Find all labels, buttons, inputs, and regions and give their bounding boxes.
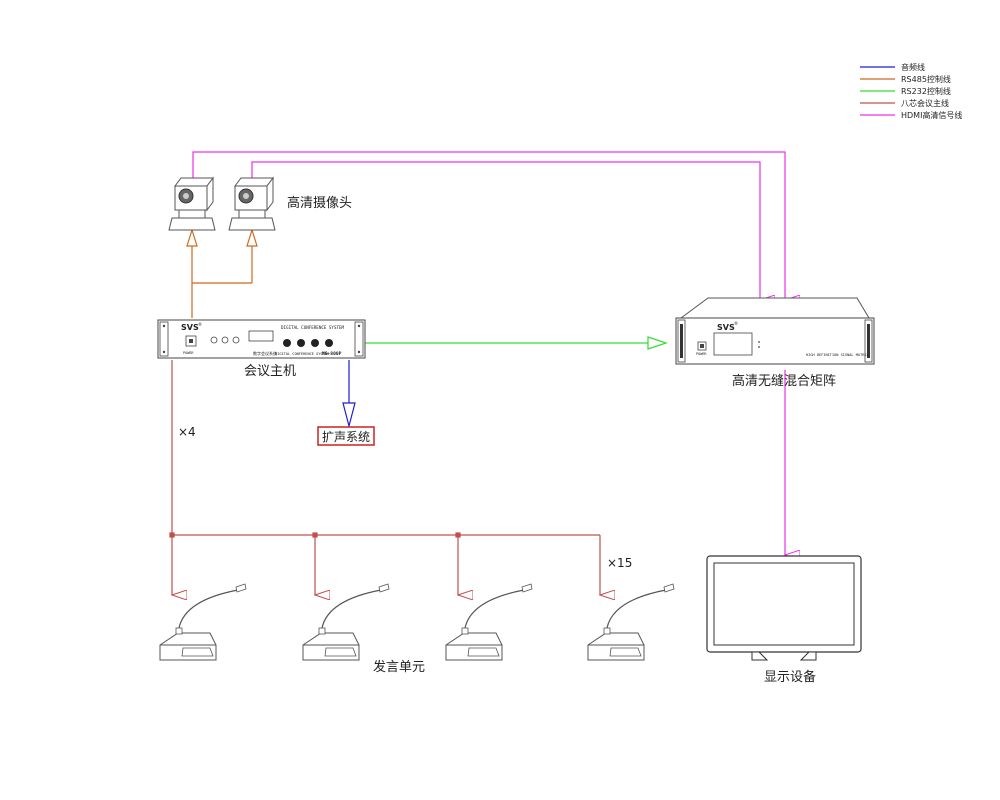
audio-line — [342, 360, 356, 429]
host-knob[interactable] — [311, 339, 319, 347]
host-knob[interactable] — [297, 339, 305, 347]
svg-text:POWER: POWER — [183, 351, 194, 355]
legend: 音频线 RS485控制线 RS232控制线 八芯会议主线 HDMI高清信号线 — [860, 62, 962, 120]
display-device — [706, 555, 862, 661]
pa-system-label: 扩声系统 — [322, 430, 370, 444]
hdmi-line-camera-1 — [192, 151, 785, 300]
legend-label-rs232: RS232控制线 — [901, 86, 951, 96]
multiplier-x4: ×4 — [178, 425, 196, 439]
rs485-arrow-2 — [246, 227, 258, 247]
speaker-units-label: 发言单元 — [373, 659, 425, 675]
host-panel-title: DIGITAL CONFERENCE SYSTEM — [281, 325, 345, 330]
hd-camera-1 — [168, 176, 216, 231]
legend-label-rs485: RS485控制线 — [901, 74, 951, 84]
host-knob[interactable] — [325, 339, 333, 347]
svg-text:MS-800P: MS-800P — [322, 351, 342, 357]
pa-system-box — [317, 426, 375, 446]
host-knob[interactable] — [283, 339, 291, 347]
legend-label-audio: 音频线 — [901, 62, 925, 72]
hd-camera-2 — [228, 176, 276, 231]
matrix-label: 高清无缝混合矩阵 — [732, 373, 836, 389]
svg-text:HIGH DEFINITION SIGNAL MATRIX: HIGH DEFINITION SIGNAL MATRIX — [806, 353, 870, 357]
host-label: 会议主机 — [244, 364, 296, 379]
rs232-line — [363, 336, 668, 350]
speaker-unit — [159, 583, 247, 661]
svg-text:®: ® — [734, 321, 738, 326]
speaker-unit — [445, 583, 533, 661]
multiplier-x15: ×15 — [607, 556, 632, 570]
hdmi-lines — [192, 151, 785, 555]
camera-label: 高清摄像头 — [287, 195, 352, 211]
matrix-brand: SVS — [717, 323, 735, 332]
hdmi-line-camera-2 — [251, 161, 760, 300]
host-brand: SVS — [181, 323, 199, 332]
conference-bus-lines — [169, 360, 600, 595]
svg-text:POWER: POWER — [696, 352, 707, 356]
display-label: 显示设备 — [764, 669, 816, 685]
svg-text:数字会议系统: 数字会议系统 — [253, 350, 277, 356]
speaker-unit — [587, 583, 675, 661]
rs485-lines — [186, 227, 258, 318]
bus-junction — [312, 532, 318, 538]
conference-host: SVS ® POWER DIGITAL CONFERENCE SYSTEM 数字… — [157, 319, 366, 359]
matrix-display — [713, 332, 753, 356]
legend-label-8core: 八芯会议主线 — [901, 98, 949, 108]
svg-text:®: ® — [198, 322, 202, 327]
bus-junction — [455, 532, 461, 538]
hd-seamless-matrix: SVS ® POWER HIGH DEFINITION SIGNAL MATRI… — [675, 297, 875, 365]
legend-label-hdmi: HDMI高清信号线 — [901, 110, 962, 120]
host-display — [248, 330, 274, 342]
speaker-unit — [302, 583, 390, 661]
svg-text:DIGITAL CONFERENCE SYSTEM: DIGITAL CONFERENCE SYSTEM — [275, 352, 330, 356]
rs485-arrow-1 — [186, 227, 198, 247]
bus-junction — [169, 532, 175, 538]
